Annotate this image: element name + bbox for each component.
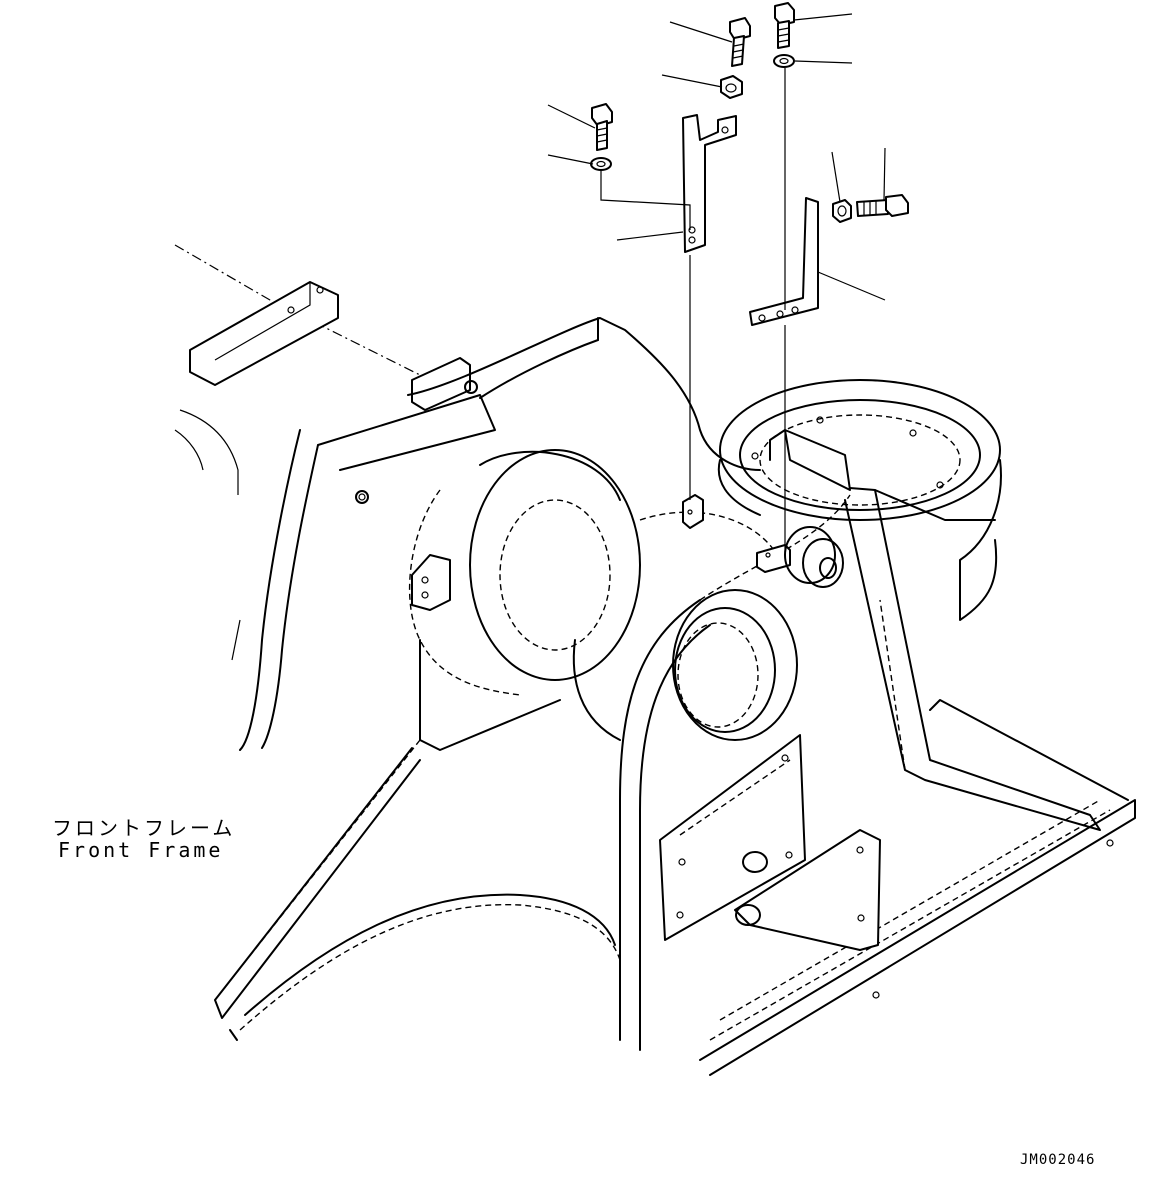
washer-a (590, 157, 612, 171)
bolt-b (729, 17, 751, 67)
nut-d (832, 199, 852, 223)
front-frame (174, 244, 1136, 1076)
bolt-c (774, 2, 795, 49)
assembly-lines (600, 68, 786, 552)
drawing-number: JM002046 (1020, 1152, 1096, 1168)
bolt-d (856, 194, 909, 217)
pivot-drum (355, 449, 798, 751)
frame-clip-left (682, 494, 704, 529)
bolt-a (591, 103, 613, 151)
part-name-english: Front Frame (58, 838, 224, 862)
washer-c (773, 54, 795, 68)
leader-lines (547, 13, 886, 301)
bracket-lower (749, 197, 819, 326)
bracket-upper (682, 114, 737, 253)
mounting-plate-left (659, 734, 806, 941)
front-frame-left-arm (189, 281, 339, 386)
part-name-japanese: フロントフレーム (52, 816, 236, 840)
pin-boss (784, 526, 844, 588)
mounting-plate-right (734, 829, 881, 951)
nut-b (720, 75, 743, 99)
drum-mount-bracket (411, 554, 451, 611)
